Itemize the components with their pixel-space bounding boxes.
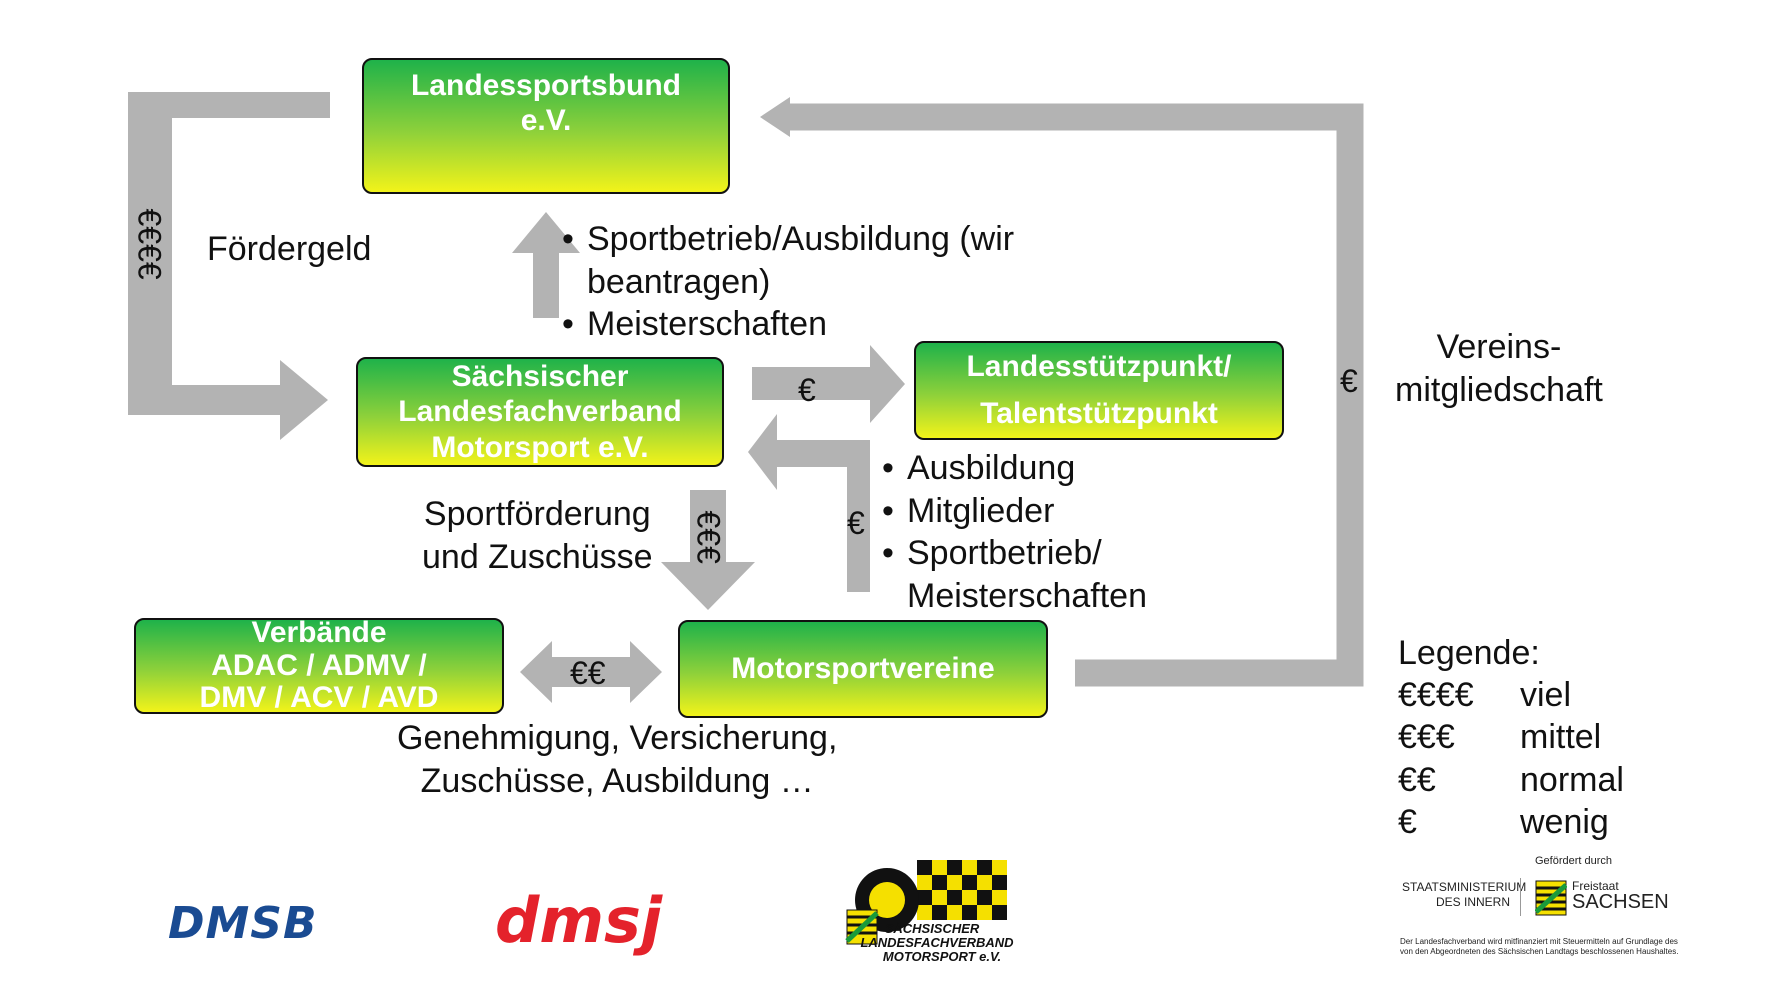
box-slfm-line1: Sächsischer <box>451 359 629 393</box>
box-verbaende-line1: Verbände <box>251 616 387 650</box>
slfm-logo: SÄCHSISCHER LANDESFACHVERBAND MOTORSPORT… <box>845 860 1014 964</box>
label-sportfoerderung-line1: Sportförderung <box>423 495 651 533</box>
gefoerdert-durch: Gefördert durch <box>1535 855 1613 867</box>
label-genehmigung: Genehmigung, Versicherung, Zuschüsse, Au… <box>397 717 837 802</box>
arrow-vereinsmitgliedschaft-head <box>760 97 790 137</box>
staatsministerium: STAATSMINISTERIUM DES INNERN <box>1402 880 1527 909</box>
freistaat-label: Freistaat <box>1572 879 1619 893</box>
label-foerdergeld: Fördergeld <box>207 230 372 268</box>
legend-sym-3: €€ <box>1398 761 1436 799</box>
label-euro3-vertical: €€€ <box>690 510 727 564</box>
label-euro4-vertical: €€€€ <box>131 208 168 280</box>
box-mv-line1: Motorsportvereine <box>731 652 995 686</box>
bullet-right-2: Mitglieder <box>882 490 1147 533</box>
arrow-back-to-slfm <box>748 414 870 592</box>
label-euro-back: € <box>847 505 865 541</box>
arrow-vereinsmitgliedschaft-path <box>790 103 1364 687</box>
box-motorsportvereine: Motorsportvereine <box>678 620 1048 718</box>
label-euro2-verbaende: €€ <box>570 655 606 691</box>
label-genehmigung-line1: Genehmigung, Versicherung, <box>397 719 838 757</box>
arrow-foerdergeld <box>128 92 330 440</box>
bullets-top: Sportbetrieb/Ausbildung (wirbeantragen) … <box>562 218 1014 346</box>
label-genehmigung-line2: Zuschüsse, Ausbildung … <box>420 761 814 800</box>
label-sportfoerderung: Sportförderung und Zuschüsse <box>422 493 653 578</box>
legend-label-1: viel <box>1520 676 1572 714</box>
label-vereins-line1: Vereins- <box>1436 328 1562 366</box>
slfm-logo-line2: LANDESFACHVERBAND <box>860 935 1014 950</box>
arrow-double-verbaende-mv <box>520 641 662 703</box>
label-sportfoerderung-line2: und Zuschüsse <box>422 537 653 576</box>
sachsen-label: SACHSEN <box>1572 891 1669 913</box>
box-slfm-line2: Landesfachverband <box>398 395 682 429</box>
slfm-logo-line1: SÄCHSISCHER <box>885 921 980 936</box>
box-verbaende: Verbände ADAC / ADMV / DMV / ACV / AVD <box>134 616 504 715</box>
legend-sym-1: €€€€ <box>1398 676 1474 714</box>
box-landessportsbund: Landessportsbund e.V. <box>362 58 730 194</box>
arrow-down-to-mv <box>661 490 755 610</box>
legend-sym-2: €€€ <box>1398 718 1455 756</box>
legend-label-2: mittel <box>1520 718 1602 756</box>
label-euro-vereins: € <box>1340 363 1358 399</box>
box-lsb-line2: e.V. <box>520 104 572 138</box>
box-landesstuetzpunkt: Landesstützpunkt/ Talentstützpunkt <box>914 341 1284 440</box>
sachsen-crest-icon <box>845 909 879 945</box>
box-verbaende-line3: DMV / ACV / AVD <box>199 681 439 715</box>
box-saechsischer-landesfachverband: Sächsischer Landesfachverband Motorsport… <box>356 357 724 467</box>
slfm-logo-line3: MOTORSPORT e.V. <box>883 949 1001 964</box>
legend-label-3: normal <box>1520 761 1624 799</box>
bullet-right-3: Sportbetrieb/Meisterschaften <box>882 532 1147 617</box>
legend-title: Legende: <box>1398 634 1540 672</box>
arrow-slfm-to-lsp <box>752 345 905 423</box>
dmsj-logo: dmsj <box>495 884 663 957</box>
sachsen-wappen-icon <box>1535 880 1567 916</box>
label-euro-slfm-lsp: € <box>798 372 816 408</box>
footnote: Der Landesfachverband wird mitfinanziert… <box>1400 937 1679 957</box>
box-lsp-line1: Landesstützpunkt/ <box>966 350 1232 383</box>
bullets-right: Ausbildung Mitglieder Sportbetrieb/Meist… <box>882 447 1147 617</box>
legend-sym-4: € <box>1398 803 1417 841</box>
box-slfm-line3: Motorsport e.V. <box>431 430 649 464</box>
bullet-right-1: Ausbildung <box>882 447 1147 490</box>
dmsb-logo: DMSB <box>168 898 318 949</box>
bullet-top-2: Meisterschaften <box>562 303 1014 346</box>
box-lsb-line1: Landessportsbund <box>410 69 681 102</box>
box-lsp-line2: Talentstützpunkt <box>980 396 1218 430</box>
label-vereinsmitgliedschaft: Vereins- mitgliedschaft <box>1395 326 1603 411</box>
label-vereins-line2: mitgliedschaft <box>1395 370 1603 409</box>
legend-label-4: wenig <box>1520 803 1609 841</box>
box-verbaende-line2: ADAC / ADMV / <box>211 648 427 682</box>
checkered-flag-icon <box>917 860 1007 920</box>
divider <box>1520 878 1521 916</box>
